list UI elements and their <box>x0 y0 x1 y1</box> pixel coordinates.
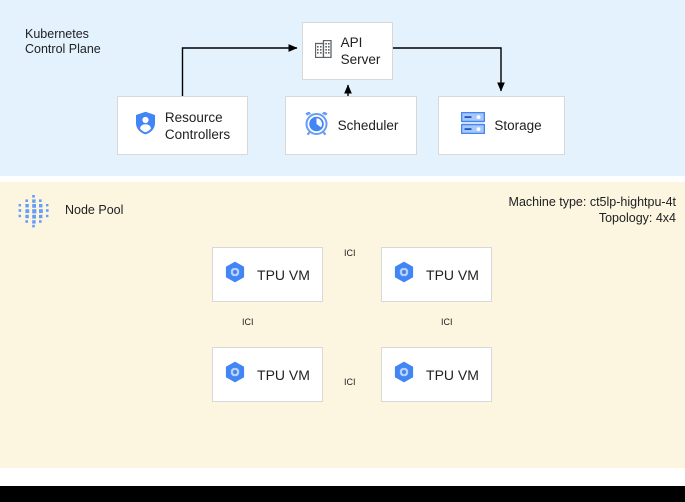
machine-type-label: Machine type: ct5lp-hightpu-4t <box>508 195 676 209</box>
node-label-storage: Storage <box>494 118 542 133</box>
node-resource-controllers[interactable]: Resource Controllers <box>117 96 248 155</box>
machine-info: Machine type: ct5lp-hightpu-4t Topology:… <box>509 194 676 226</box>
node-tpu-vm-3[interactable]: TPU VM <box>381 347 492 402</box>
topology-label: Topology: 4x4 <box>598 211 676 225</box>
tpu-hexagon-icon <box>394 261 414 288</box>
alarm-clock-icon <box>304 111 329 141</box>
node-api-server[interactable]: API Server <box>302 22 393 80</box>
tpu-hexagon-icon <box>394 361 414 388</box>
node-tpu-vm-0[interactable]: TPU VM <box>212 247 323 302</box>
node-label-tpu-vm-1: TPU VM <box>426 266 479 283</box>
node-label-tpu-vm-0: TPU VM <box>257 266 310 283</box>
node-label-tpu-vm-3: TPU VM <box>426 366 479 383</box>
tpu-hexagon-icon <box>225 261 245 288</box>
ici-label-top: ICI <box>344 248 356 258</box>
control-plane-title: Kubernetes Control Plane <box>25 27 101 56</box>
node-label-resource-controllers: Resource Controllers <box>164 109 231 142</box>
tpu-hexagon-icon <box>225 361 245 388</box>
shield-user-icon <box>135 111 156 140</box>
server-rack-icon <box>461 111 486 139</box>
node-label-tpu-vm-2: TPU VM <box>257 366 310 383</box>
node-label-api-server: API Server <box>340 35 381 67</box>
node-tpu-vm-2[interactable]: TPU VM <box>212 347 323 402</box>
node-storage[interactable]: Storage <box>438 96 565 155</box>
bottom-bar <box>0 486 685 502</box>
node-scheduler[interactable]: Scheduler <box>285 96 417 155</box>
ici-label-left: ICI <box>242 317 254 327</box>
node-pool-title: Node Pool <box>65 203 124 217</box>
node-pool-panel <box>0 182 685 468</box>
node-tpu-vm-1[interactable]: TPU VM <box>381 247 492 302</box>
ici-label-bottom: ICI <box>344 377 356 387</box>
ici-label-right: ICI <box>441 317 453 327</box>
dot-grid-icon <box>12 193 57 230</box>
building-icon <box>314 39 332 63</box>
node-label-scheduler: Scheduler <box>337 118 399 133</box>
